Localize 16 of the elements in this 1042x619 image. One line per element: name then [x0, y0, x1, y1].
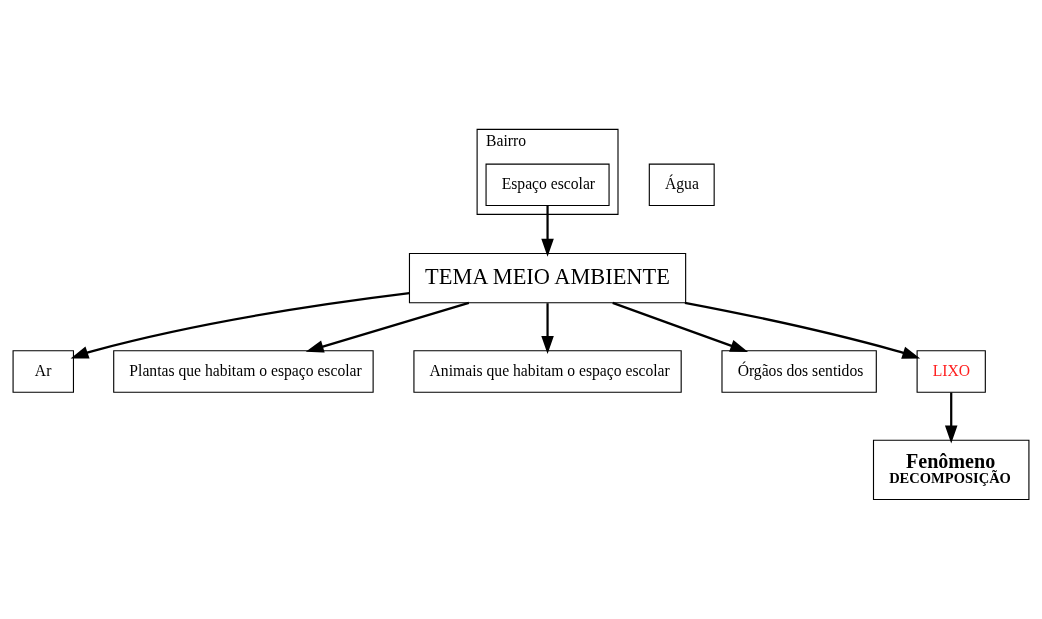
node-box: Órgãos dos sentidos: [721, 349, 877, 393]
node-box: LIXO: [916, 349, 986, 393]
node-box: Animais que habitam o espaço escolar: [413, 349, 682, 393]
arrow: [944, 392, 958, 443]
node-box: Fenômeno DECOMPOSIÇÃO: [872, 439, 1030, 500]
node-box: Espaço escolar: [485, 163, 610, 206]
arrow: [612, 301, 749, 352]
arrow: [70, 291, 410, 358]
arrow: [684, 301, 921, 359]
node-box: Água: [648, 163, 715, 206]
arrow: [541, 302, 554, 354]
arrow: [541, 205, 554, 257]
node-box: TEMA MEIO AMBIENTE: [408, 252, 687, 303]
arrow: [305, 301, 470, 353]
node-box: Plantas que habitam o espaço escolar: [113, 349, 374, 393]
node-box: Ar: [12, 349, 74, 393]
